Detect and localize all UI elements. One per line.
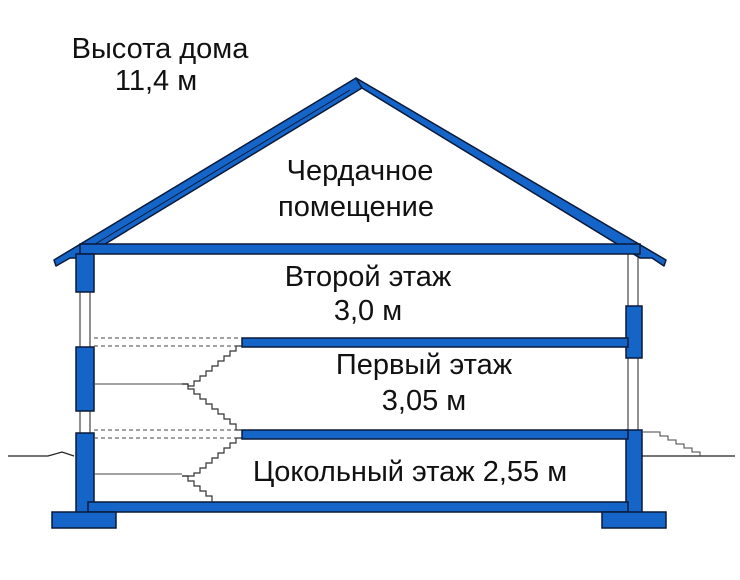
staircase-upper <box>182 345 242 431</box>
exterior-steps <box>642 431 701 456</box>
second-floor-label: Второй этаж <box>285 261 452 293</box>
ground-line <box>8 451 735 457</box>
ground-floor-slab <box>241 429 629 440</box>
basement-label: Цокольный этаж 2,55 м <box>253 456 567 488</box>
left-foundation <box>51 511 117 529</box>
first-floor-height: 3,05 м <box>382 385 466 417</box>
roof <box>53 77 667 267</box>
right-foundation <box>601 511 667 529</box>
attic-label-line2: помещение <box>278 191 434 223</box>
staircase-lower <box>182 437 242 502</box>
attic-floor-slab <box>79 243 641 255</box>
second-floor-height: 3,0 м <box>334 295 402 327</box>
right-wall <box>625 254 643 514</box>
first-floor-label: Первый этаж <box>336 349 513 381</box>
first-floor-slab <box>241 337 629 348</box>
left-wall <box>75 253 95 514</box>
stair-landings <box>94 383 182 475</box>
slab-opening-dashes <box>94 337 242 439</box>
house-height-label: Высота дома <box>72 33 250 65</box>
house-height-value: 11,4 м <box>115 65 197 97</box>
basement-floor-slab <box>87 501 629 513</box>
attic-label-line1: Чердачное <box>287 155 434 187</box>
